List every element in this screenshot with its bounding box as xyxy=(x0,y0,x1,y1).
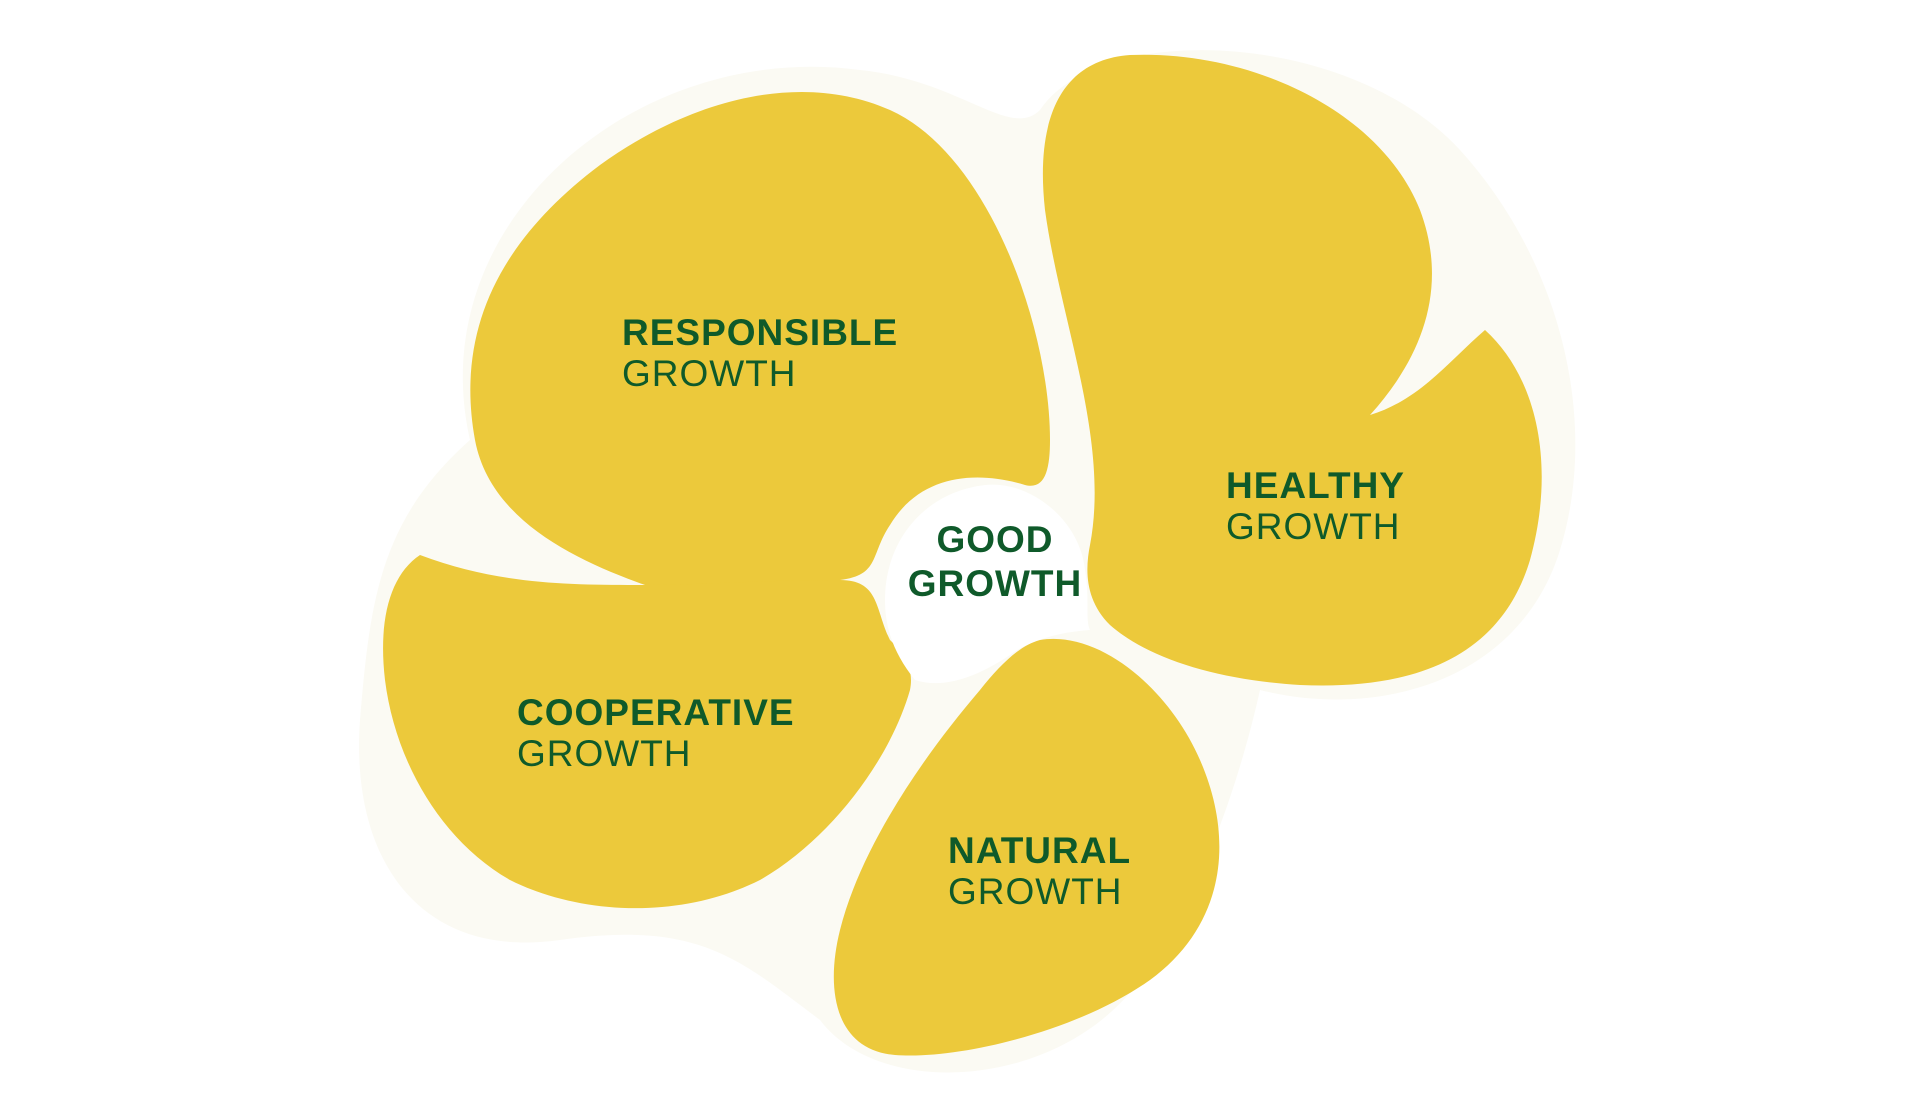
petal-cooperative xyxy=(383,555,911,909)
label-responsible: RESPONSIBLE GROWTH xyxy=(622,312,898,395)
label-natural-regular: GROWTH xyxy=(948,871,1123,913)
label-cooperative-regular: GROWTH xyxy=(517,733,692,775)
label-cooperative: COOPERATIVE GROWTH xyxy=(517,692,795,775)
center-label: GOOD GROWTH xyxy=(880,518,1110,605)
petal-responsible xyxy=(470,91,1050,588)
center-hole xyxy=(885,484,1090,684)
label-healthy: HEALTHY GROWTH xyxy=(1226,465,1405,548)
label-natural: NATURAL GROWTH xyxy=(948,830,1131,913)
label-healthy-bold: HEALTHY xyxy=(1226,465,1405,506)
label-cooperative-bold: COOPERATIVE xyxy=(517,692,795,733)
center-label-line2: GROWTH xyxy=(907,562,1083,604)
label-healthy-regular: GROWTH xyxy=(1226,506,1401,548)
label-natural-bold: NATURAL xyxy=(948,830,1132,871)
label-responsible-bold: RESPONSIBLE xyxy=(622,312,899,353)
center-label-line1: GOOD xyxy=(936,519,1054,560)
petal-healthy xyxy=(1042,54,1542,686)
label-responsible-regular: GROWTH xyxy=(622,353,797,395)
petal-natural xyxy=(833,638,1220,1056)
